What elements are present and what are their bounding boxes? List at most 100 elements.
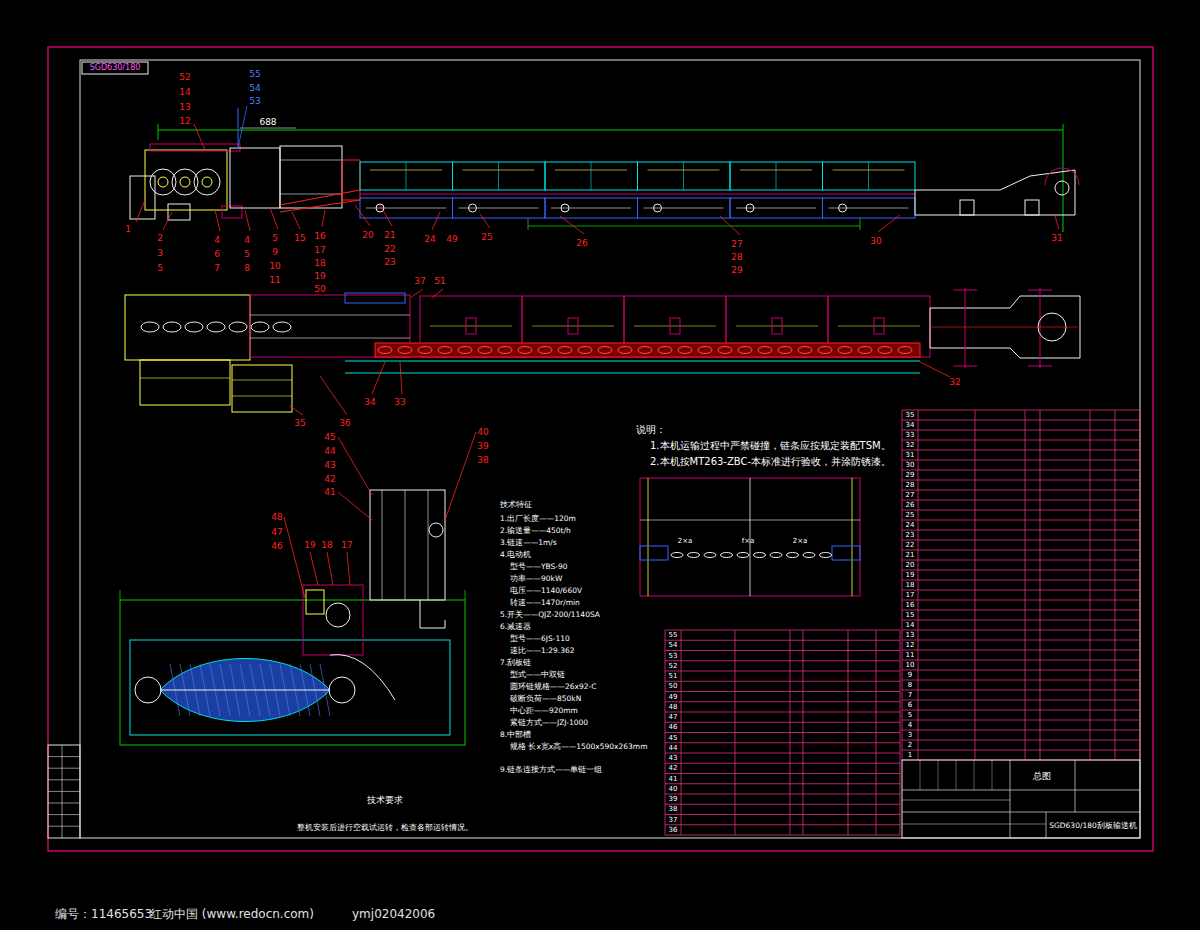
- table-cell: 16: [906, 602, 915, 609]
- callout-number: 54: [249, 84, 260, 93]
- callout-number: 29: [731, 266, 742, 275]
- drawing-line: [232, 380, 292, 381]
- table-cell: 26: [906, 502, 915, 509]
- callout-number: 37: [414, 277, 425, 286]
- side-strip-line: [48, 803, 80, 804]
- leader-line: [445, 432, 476, 520]
- table-cell: 43: [669, 755, 678, 762]
- table-line: [902, 570, 1140, 571]
- drawing-line: [852, 478, 853, 596]
- tail-foot: [1025, 200, 1039, 215]
- spec-line: 型号——6JS-110: [510, 635, 570, 643]
- table-line: [1090, 410, 1091, 760]
- table-cell: 19: [906, 572, 915, 579]
- side-strip-line: [48, 768, 80, 769]
- table-line: [665, 712, 900, 713]
- table-cell: 46: [669, 724, 678, 731]
- watermark: 编号：11465653: [55, 908, 152, 920]
- leader-line: [920, 362, 950, 377]
- leader-line: [355, 205, 370, 226]
- chain-link: [704, 553, 716, 558]
- leader-line: [284, 517, 305, 598]
- pan-bottom: [823, 198, 916, 218]
- callout-number: 39: [477, 442, 488, 451]
- callout-number: 27: [731, 240, 742, 249]
- drawing-line: [140, 378, 230, 379]
- leader-line: [338, 492, 372, 520]
- callout-number: 53: [249, 97, 260, 106]
- chain-link: [718, 347, 732, 354]
- table-line: [665, 732, 900, 733]
- callout-number: 13: [179, 103, 190, 112]
- title-line: [902, 800, 1010, 801]
- chain-link: [578, 347, 592, 354]
- pan-connector: [568, 318, 578, 334]
- table-line: [665, 835, 900, 836]
- title-line: [902, 790, 1140, 791]
- motor-plan: [232, 365, 292, 412]
- leader-line: [270, 208, 278, 229]
- spec-line: 2.输送量——450t/h: [500, 527, 571, 535]
- chain-link: [229, 322, 247, 332]
- chain-link: [141, 322, 159, 332]
- callout-number: 26: [576, 239, 587, 248]
- spec-line: 4.电动机: [500, 551, 531, 559]
- callout-number: 16: [314, 232, 325, 241]
- blue-bar: [345, 293, 405, 303]
- dimension-text: 2×a: [793, 538, 808, 545]
- pan-detail: [736, 208, 816, 209]
- gearbox-plan: [140, 360, 230, 405]
- drawing-line: [428, 490, 429, 600]
- leader-line: [432, 212, 440, 230]
- pan-connector: [874, 318, 884, 334]
- pan-connector: [466, 318, 476, 334]
- dimension-line: [158, 124, 159, 140]
- table-line: [665, 742, 900, 743]
- table-line: [902, 750, 1140, 751]
- leader-line: [1055, 216, 1059, 229]
- watermark: 红动中国 (www.redocn.com): [150, 908, 314, 920]
- callout-number: 42: [324, 475, 335, 484]
- drawing-line: [1028, 290, 1052, 291]
- table-cell: 3: [908, 732, 912, 739]
- tail-plan: [930, 296, 1080, 358]
- section-hatch: [160, 659, 330, 722]
- outer-frame: [48, 47, 1153, 851]
- callout-number: 21: [384, 231, 395, 240]
- table-line: [902, 410, 903, 760]
- spec-line: 规格 长x宽x高——1500x590x263mm: [510, 743, 647, 751]
- callout-number: 8: [244, 264, 250, 273]
- table-line: [902, 490, 1140, 491]
- callout-number: 55: [249, 70, 260, 79]
- table-cell: 34: [906, 422, 915, 429]
- table-line: [902, 580, 1140, 581]
- table-line: [665, 701, 900, 702]
- chain-link: [778, 347, 792, 354]
- table-cell: 10: [906, 662, 915, 669]
- table-line: [902, 640, 1140, 641]
- hook: [420, 600, 445, 628]
- side-block: [640, 546, 668, 560]
- callout-number: 1: [125, 225, 131, 234]
- table-line: [902, 690, 1140, 691]
- chain-link: [818, 347, 832, 354]
- spec-line: 中心距——920mm: [510, 707, 578, 715]
- table-line: [665, 650, 900, 651]
- table-cell: 17: [906, 592, 915, 599]
- callout-number: 11: [269, 276, 280, 285]
- side-strip-line: [48, 826, 80, 827]
- drawing-line: [405, 490, 406, 600]
- drawing-line: [280, 160, 342, 161]
- title-line: [902, 812, 1140, 813]
- line-pan: [545, 162, 638, 190]
- clamp-plate: [306, 590, 324, 614]
- leader-line: [372, 362, 385, 394]
- drive-head: [130, 176, 155, 219]
- table-line: [665, 630, 900, 631]
- table-line: [902, 460, 1140, 461]
- callout-number: 36: [339, 419, 350, 428]
- connector-eye: [135, 677, 161, 703]
- tail-drum-hub: [1055, 181, 1069, 195]
- chain-link: [251, 322, 269, 332]
